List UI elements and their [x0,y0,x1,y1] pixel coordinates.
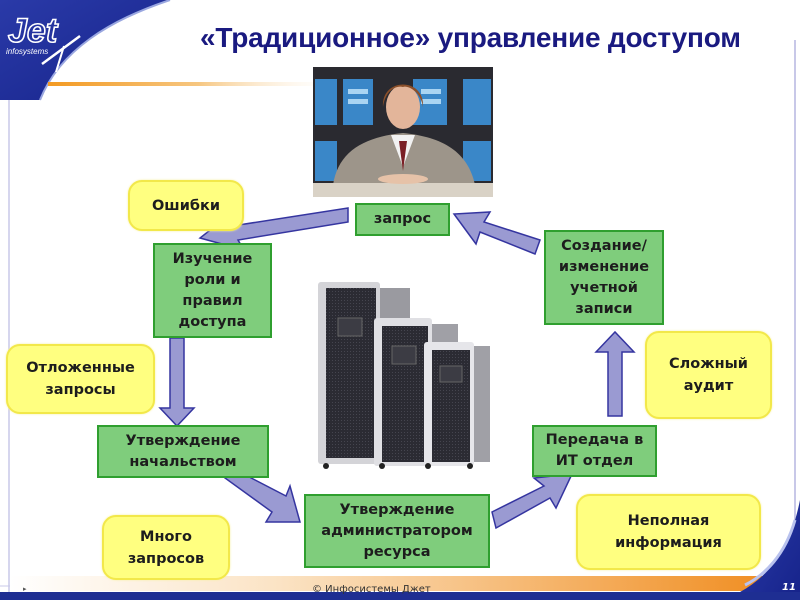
news-anchor-photo [313,67,493,197]
step-admin-approval: Утверждение администратором ресурса [304,494,490,568]
arrow-study-to-manager [158,337,196,428]
header-stripe [48,82,348,86]
page-number: 11 [782,582,796,593]
arrow-it-to-account [594,330,636,417]
issue-errors: Ошибки [128,180,244,231]
company-logo: Jet infosystems [4,4,84,74]
arrow-account-to-request [452,211,541,255]
slide-title: «Традиционное» управление доступом [200,22,741,53]
jet-plane-logo-icon: Jet infosystems [6,11,81,73]
svg-text:infosystems: infosystems [6,47,48,56]
issue-complex-audit: Сложный аудит [645,331,772,419]
step-study-role-rules: Изучение роли и правил доступа [153,243,272,338]
step-request: запрос [355,203,450,236]
step-it-handoff: Передача в ИТ отдел [532,425,657,477]
bottom-right-swoosh [740,500,800,600]
arrow-admin-to-it [491,473,574,530]
top-left-swoosh [0,0,170,100]
svg-text:Jet: Jet [8,12,59,50]
issue-many-requests: Много запросов [102,515,230,580]
slide-nav-marker[interactable]: ▸ [23,585,27,593]
server-racks-photo [302,270,492,470]
issue-incomplete-info: Неполная информация [576,494,761,570]
footer-copyright: © Инфосистемы Джет [312,584,431,595]
step-account-change: Создание/ изменение учетной записи [544,230,664,325]
issue-delayed-requests: Отложенные запросы [6,344,155,414]
step-manager-approval: Утверждение начальством [97,425,269,478]
